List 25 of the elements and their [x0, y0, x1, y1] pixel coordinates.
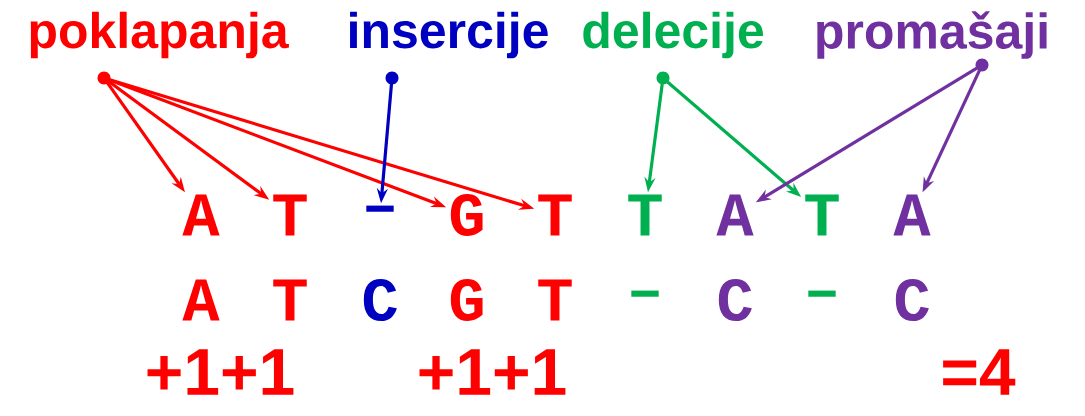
score-text: +1+1 — [147, 349, 294, 395]
sequence-letter: C — [718, 278, 752, 322]
sequence-letter: T — [273, 194, 307, 236]
sequence-letter: – — [808, 290, 836, 297]
sequence-letter: – — [631, 290, 659, 297]
sequence-letter: – — [366, 205, 394, 212]
sequence-letter: T — [538, 279, 572, 321]
score-text: +1+1 — [419, 349, 566, 395]
sequence-letter: C — [363, 278, 397, 322]
sequence-letter: T — [538, 194, 572, 236]
sequence-letter: G — [450, 278, 483, 322]
sequence-letter: T — [805, 194, 839, 236]
sequence-letter: A — [182, 194, 220, 236]
score-text: =4 — [943, 349, 1016, 395]
sequence-letter: C — [895, 278, 929, 322]
sequence-letter: A — [893, 194, 931, 236]
category-heading: insercije — [350, 11, 548, 85]
sequence-letter: T — [273, 279, 307, 321]
sequence-letter: A — [716, 194, 754, 236]
sequence-letter: T — [628, 194, 662, 236]
category-heading: poklapanja — [30, 11, 289, 85]
category-heading: promašaji — [817, 11, 1047, 72]
category-heading: delecije — [583, 11, 764, 85]
sequence-letter: A — [182, 279, 220, 321]
sequence-letter: G — [450, 193, 483, 237]
